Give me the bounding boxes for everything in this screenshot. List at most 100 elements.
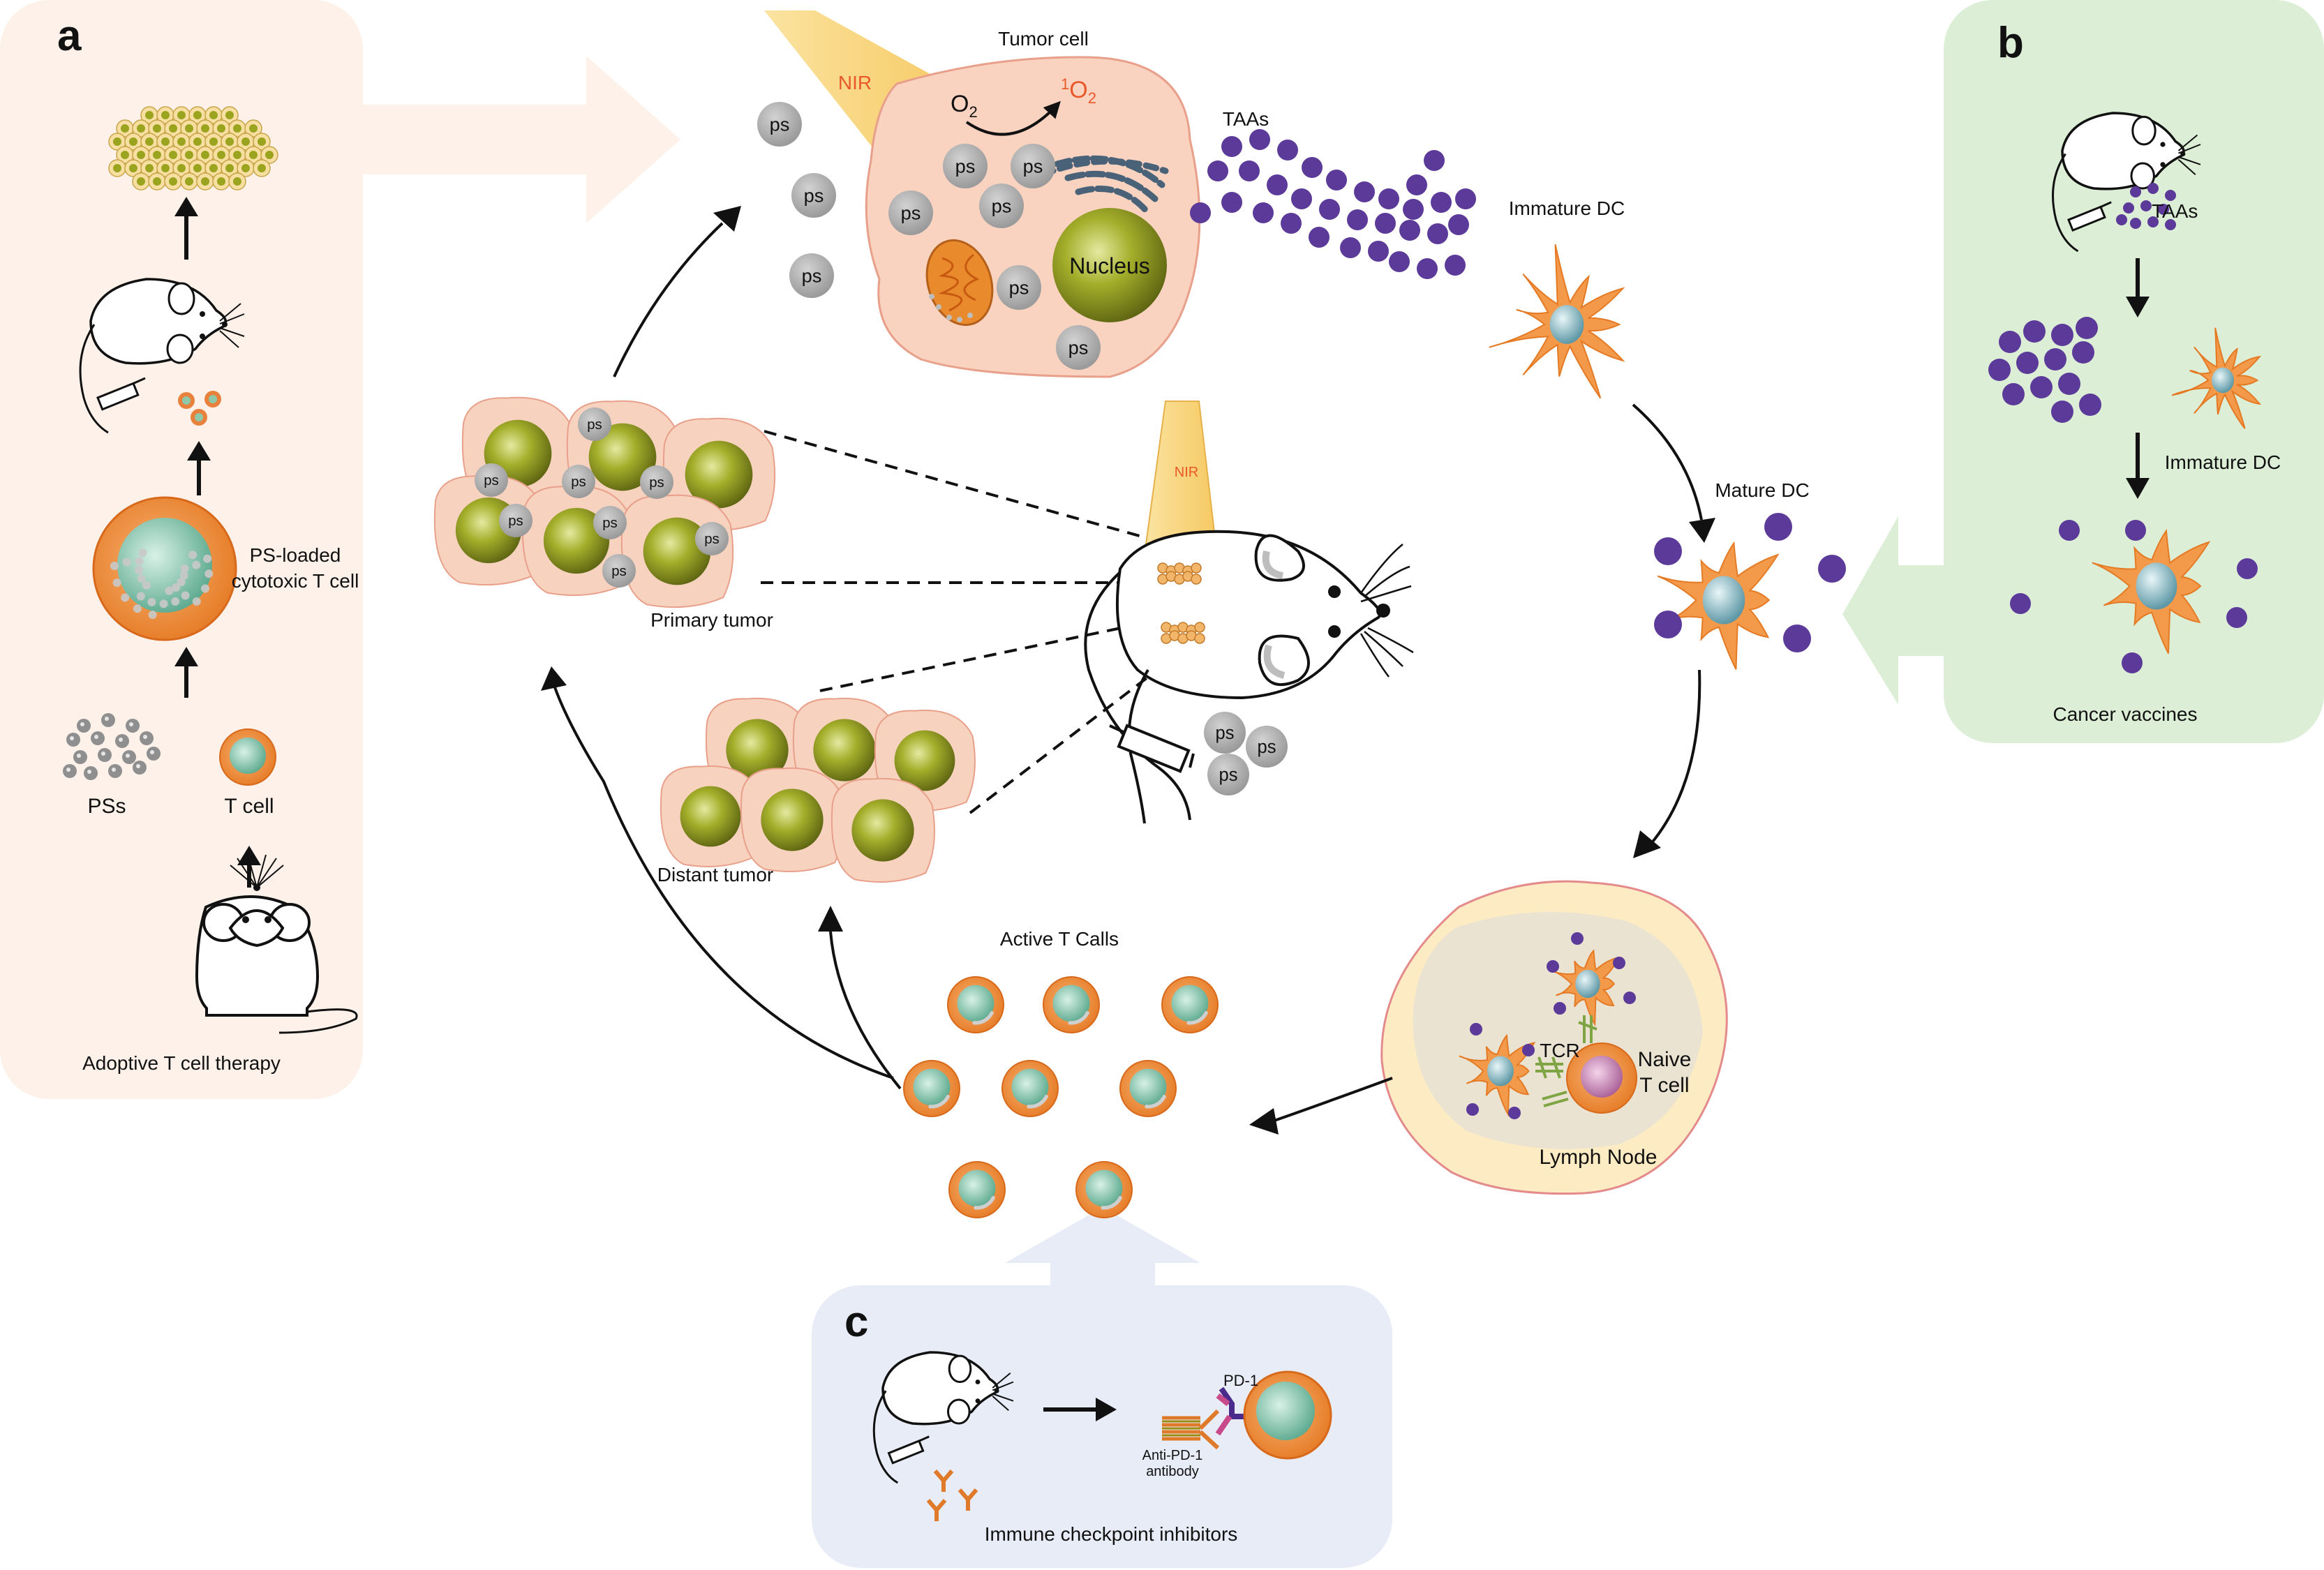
taa-dot: [1427, 223, 1448, 244]
panel-c-big-arrow: [1005, 1207, 1200, 1291]
arrow-icon: [187, 441, 211, 495]
ps-particle: ps: [943, 144, 988, 188]
svg-text:ps: ps: [1009, 277, 1029, 299]
syringe-icon: [1109, 724, 1195, 773]
taa-dot: [1988, 359, 2011, 381]
arrow-icon: [174, 647, 198, 698]
nucleus-label: Nucleus: [1069, 253, 1150, 278]
ps-particle: ps: [499, 504, 532, 537]
taa-dot: [1347, 209, 1368, 230]
svg-text:ps: ps: [804, 185, 824, 207]
t-cell-label: T cell: [224, 795, 274, 818]
taa-dot: [2158, 204, 2169, 215]
taa-dot: [2237, 558, 2258, 579]
endoplasmic-reticulum: [1040, 155, 1169, 216]
taa-dot: [2226, 607, 2247, 628]
svg-text:O2: O2: [951, 91, 978, 121]
tcr-complex: [1535, 1015, 1597, 1107]
ps-particle: ps: [789, 253, 834, 298]
syringe-icon: [96, 377, 146, 411]
ps-particle: ps: [1207, 754, 1249, 795]
taa-dot: [2116, 214, 2127, 225]
taa-dot: [1340, 237, 1361, 258]
ps-particle: ps: [1011, 144, 1055, 188]
pd1-receptor: [1215, 1386, 1249, 1436]
primary-tumor-label: Primary tumor: [650, 609, 773, 631]
taa-dot: [1455, 188, 1476, 209]
taa-dot: [1470, 1023, 1482, 1036]
taa-dot: [2072, 341, 2094, 364]
arrow-icon: [818, 906, 902, 1090]
distant-tumor: [660, 697, 976, 883]
mouse-nir-label: NIR: [1175, 465, 1198, 480]
mouse-body: [79, 278, 245, 434]
tumor-cell: [620, 494, 734, 608]
immature-dc: [1489, 244, 1625, 399]
taa-dot: [2010, 593, 2031, 614]
taa-dot: [1309, 227, 1329, 248]
taa-dot: [1375, 213, 1396, 234]
taa-dot: [2016, 352, 2039, 374]
taa-dot: [2076, 317, 2098, 339]
taa-dot: [1406, 174, 1427, 195]
taa-dot: [2147, 183, 2159, 194]
mature-dc-cell: [1459, 1033, 1536, 1117]
arrow-icon: [541, 666, 894, 1079]
tcr-label: TCR: [1540, 1040, 1580, 1061]
arrow-icon: [1633, 669, 1701, 858]
single-t-cell: [219, 728, 276, 786]
taa-dot: [2044, 348, 2066, 371]
svg-text:ps: ps: [1216, 724, 1235, 743]
taa-dot: [1571, 932, 1584, 945]
immature-dc-label: Immature DC: [1509, 197, 1625, 219]
svg-text:ps: ps: [571, 474, 586, 490]
mouse-icon: [872, 1351, 1014, 1484]
taa-dot: [1277, 140, 1298, 160]
taa-dot: [1281, 213, 1302, 234]
svg-text:ps: ps: [704, 532, 720, 547]
taa-dot: [2059, 520, 2080, 541]
taa-dot: [2125, 520, 2146, 541]
tumor-cell: [830, 777, 935, 883]
naive-label-line1: Naive: [1638, 1048, 1692, 1071]
antibody-small: [926, 1470, 978, 1521]
photosensitizer-dots: [63, 713, 161, 780]
ps-particle: ps: [757, 102, 802, 147]
taa-dot: [1818, 555, 1846, 583]
taa-dot: [2130, 218, 2141, 229]
mouse-body: [872, 1351, 1014, 1484]
taa-dots: [2116, 183, 2176, 230]
dashed-connectors: [761, 430, 1163, 814]
mature-dc: [2010, 520, 2258, 673]
panel-b-big-arrow: [1842, 516, 1944, 705]
taa-dot: [1239, 160, 1260, 181]
active-t-cells: [903, 976, 1219, 1218]
ps-particle: ps: [791, 173, 836, 218]
taa-dot: [1547, 960, 1559, 973]
ps-loaded-label-line2: cytotoxic T cell: [232, 570, 359, 592]
immature-dc-cell: [1489, 244, 1625, 399]
t-cell: [1043, 976, 1100, 1033]
distant-tumor-label: Distant tumor: [657, 864, 774, 885]
t-cell: [903, 1060, 960, 1117]
panel-a-big-arrow: [363, 56, 680, 223]
taa-dot: [1417, 258, 1438, 279]
taa-dot: [2002, 383, 2025, 405]
syringe-icon: [887, 1435, 930, 1465]
arrow-icon: [613, 206, 741, 377]
mature-dc-cell: [1657, 541, 1780, 670]
panel-c: c PD-1: [812, 1207, 1392, 1568]
taa-dot: [1302, 157, 1323, 178]
t-cell: [1161, 976, 1219, 1033]
arrow-icon: [1632, 403, 1715, 543]
naive-label-line2: T cell: [1639, 1074, 1689, 1097]
taa-dot: [1267, 174, 1288, 195]
lymph-node-inner: [1413, 912, 1703, 1149]
naive-t-cell: [1566, 1042, 1637, 1114]
svg-text:ps: ps: [484, 473, 499, 488]
panel-b-letter: b: [1997, 19, 2024, 67]
